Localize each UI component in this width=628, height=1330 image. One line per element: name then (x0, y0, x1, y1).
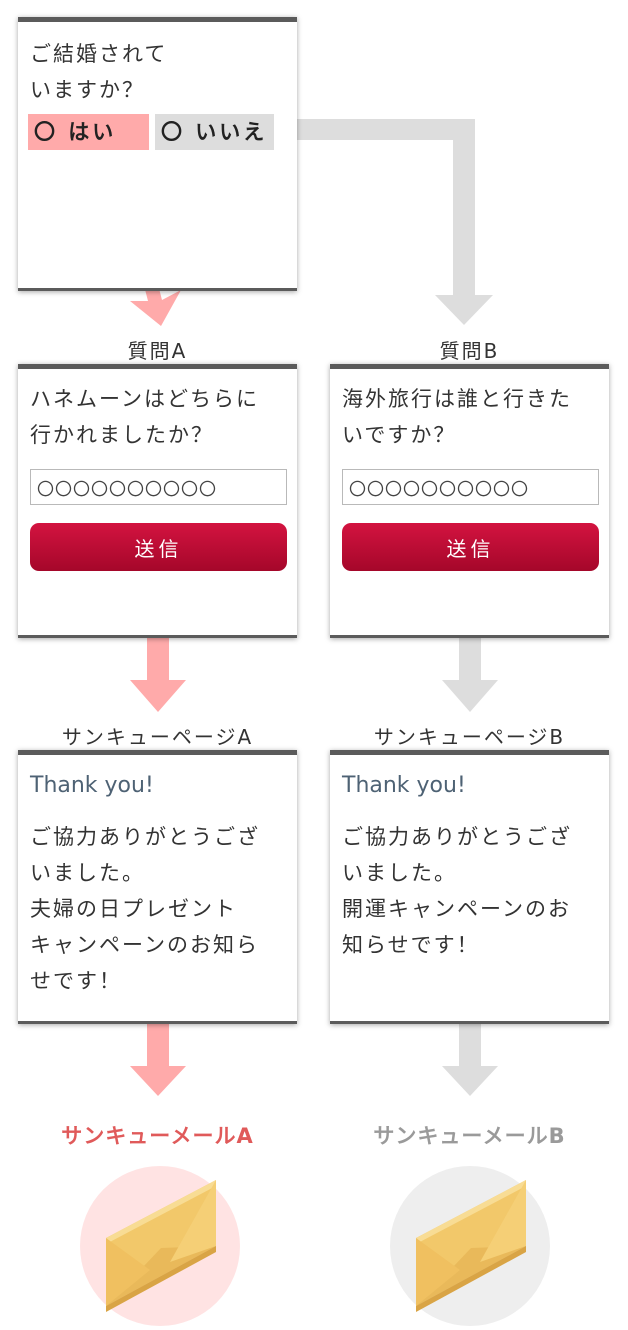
arrow-no-to-question-b (270, 119, 493, 325)
thanks-card-a: Thank you! ご協力ありがとうござ いました。 夫婦の日プレゼント キャ… (18, 750, 297, 1024)
arrow-question-b-to-thanks-b (442, 638, 498, 712)
question-text-married: ご結婚されて いますか？ (30, 42, 168, 102)
arrow-question-a-to-thanks-a (130, 638, 186, 712)
answer-input-b[interactable] (342, 469, 599, 505)
question-text-a: ハネムーンはどちらに 行かれましたか？ (30, 387, 259, 447)
thanks-mail-a-label: サンキューメールA (61, 1124, 254, 1148)
question-card-b: 海外旅行は誰と行きた いですか？ 送信 (330, 364, 609, 638)
mail-b-circle (390, 1166, 550, 1326)
thanks-mail-b-label: サンキューメールB (373, 1124, 566, 1148)
thanks-title-a: Thank you! (30, 773, 154, 798)
arrow-thanks-b-to-mail-b (442, 1024, 498, 1096)
submit-button-a[interactable]: 送信 (30, 523, 287, 571)
thanks-card-b: Thank you! ご協力ありがとうござ いました。 開運キャンペーンのお 知… (330, 750, 609, 1024)
arrow-thanks-a-to-mail-a (130, 1024, 186, 1096)
submit-button-b[interactable]: 送信 (342, 523, 599, 571)
question-card-married: ご結婚されて いますか？ 〇 はい 〇 いいえ (18, 17, 297, 291)
question-text-b: 海外旅行は誰と行きた いですか？ (342, 387, 572, 447)
question-a-label: 質問A (127, 339, 188, 363)
question-card-a: ハネムーンはどちらに 行かれましたか？ 送信 (18, 364, 297, 638)
thanks-page-b-label: サンキューページB (373, 725, 566, 749)
envelope-icon (416, 1180, 526, 1312)
mail-a-circle (80, 1166, 240, 1326)
option-no[interactable]: 〇 いいえ (155, 114, 274, 150)
thanks-title-b: Thank you! (342, 773, 466, 798)
envelope-icon (106, 1180, 216, 1312)
answer-input-a[interactable] (30, 469, 287, 505)
question-b-label: 質問B (439, 339, 500, 363)
thanks-page-a-label: サンキューページA (61, 725, 254, 749)
option-yes[interactable]: 〇 はい (28, 114, 149, 150)
thanks-body-b: ご協力ありがとうござ いました。 開運キャンペーンのお 知らせです！ (342, 825, 572, 957)
thanks-body-a: ご協力ありがとうござ いました。 夫婦の日プレゼント キャンペーンのお知ら せで… (30, 825, 260, 993)
